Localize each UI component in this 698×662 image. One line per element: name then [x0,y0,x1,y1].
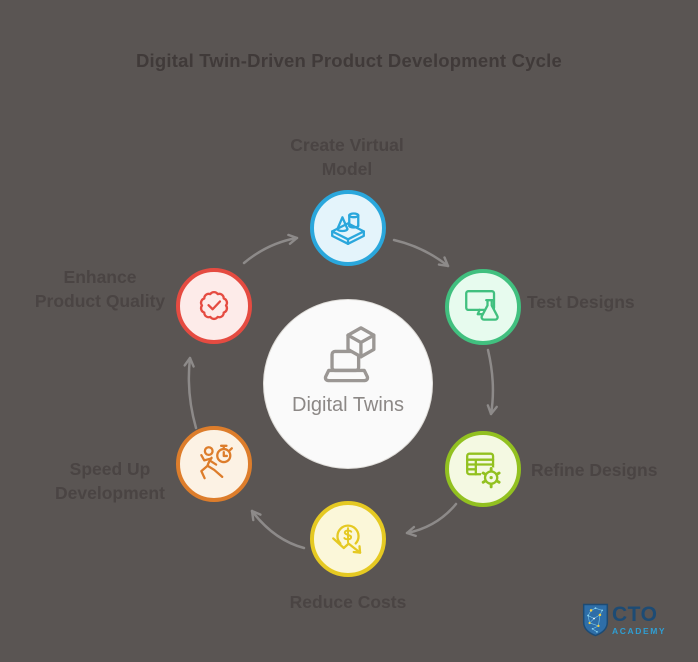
label-line: Model [321,159,373,179]
page-title: Digital Twin-Driven Product Development … [135,50,562,71]
arrow-model-to-test [392,238,450,268]
center-node-digital-twins: Digital Twins [263,299,433,469]
label-line: Product Quality [34,291,166,311]
node-reduce-costs [310,501,386,577]
arrow-test-to-refine [486,348,498,416]
arrow-refine-to-costs [405,502,458,538]
arrow-costs-to-speed [250,509,306,550]
label-line: Test Designs [527,292,635,312]
monitor-flask-icon [465,290,499,321]
node-label-test-designs: Test Designs [527,290,635,314]
dollar-decline-icon [332,524,362,554]
node-label-enhance-product-quality: Enhance Product Quality [12,265,188,313]
arrow-speed-to-quality [183,356,198,430]
center-label: Digital Twins [292,394,404,416]
node-test-designs [445,269,521,345]
arrow-quality-to-model [242,233,299,265]
cto-academy-shield-icon [582,603,609,637]
node-enhance-product-quality [176,268,252,344]
node-speed-up-development [176,426,252,502]
cto-academy-logo: CTO ACADEMY [582,603,666,637]
label-line: Speed Up [69,459,151,479]
node-label-reduce-costs: Reduce Costs [248,590,448,614]
3d-model-icon [331,212,365,245]
label-line: Refine Designs [531,460,658,480]
label-line: Enhance [63,267,137,287]
logo-texts: CTO ACADEMY [612,602,667,636]
label-line: Create Virtual [290,135,404,155]
table-gear-icon [466,452,502,489]
node-create-virtual-model [310,190,386,266]
label-line: Reduce Costs [289,592,407,612]
node-refine-designs [445,431,521,507]
badge-check-icon [199,290,229,321]
node-label-create-virtual-model: Create Virtual Model [247,133,447,181]
label-line: Development [55,483,165,503]
node-label-refine-designs: Refine Designs [531,458,657,482]
logo-primary-text: CTO [612,602,658,626]
logo-secondary-text: ACADEMY [612,625,667,636]
laptop-cube-icon [323,326,376,383]
runner-stopwatch-icon [200,444,233,480]
node-label-speed-up-development: Speed Up Development [28,457,192,505]
